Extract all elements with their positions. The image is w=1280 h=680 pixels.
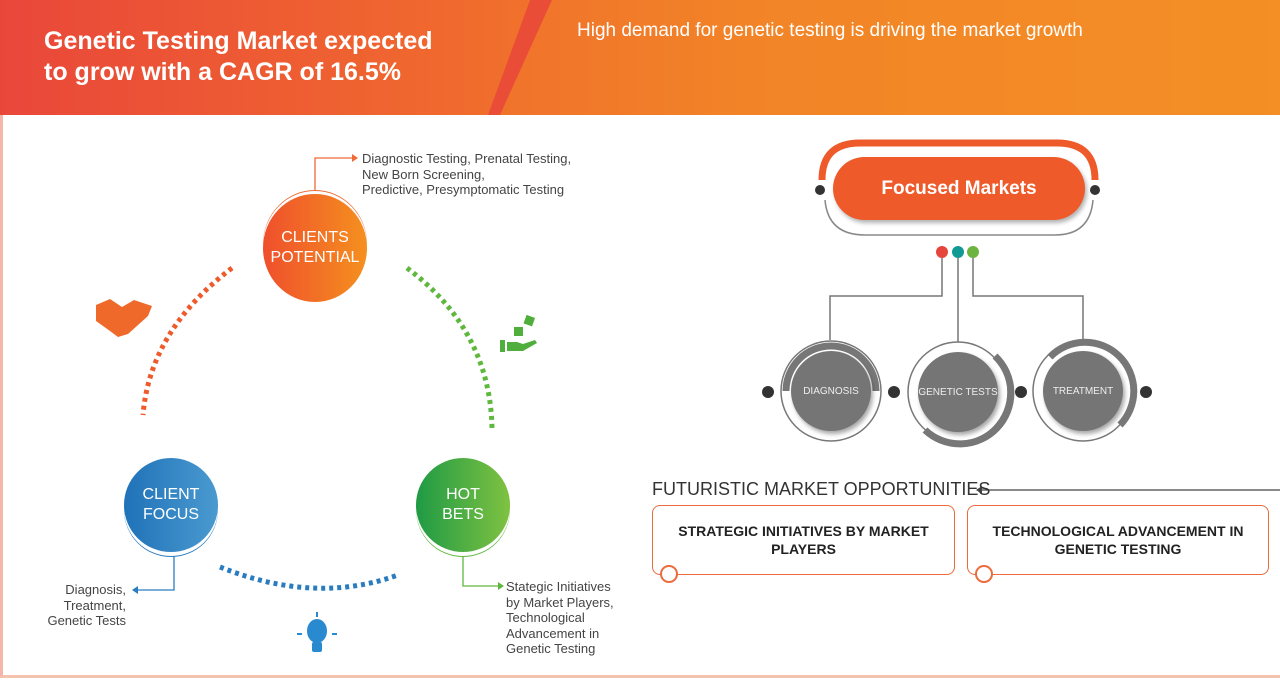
label: POTENTIAL (270, 249, 360, 266)
genetic-tests-circle: GENETIC TESTS (918, 352, 998, 432)
desc-line: Diagnostic Testing, Prenatal Testing, (362, 151, 572, 166)
handshake-icon (96, 299, 152, 337)
focused-markets-title: Focused Markets (881, 177, 1037, 199)
label: PLAYERS (771, 541, 836, 557)
label: GENETIC TESTING (1054, 541, 1182, 557)
label: STRATEGIC INITIATIVES BY MARKET (678, 523, 929, 539)
red-dot (936, 246, 948, 258)
header-banner: Genetic Testing Market expected to grow … (0, 0, 1280, 115)
clients-potential-connector (314, 157, 352, 195)
hot-bets-circle: HOT BETS (416, 458, 510, 552)
label: CLIENT (142, 486, 200, 503)
desc-line: Predictive, Presymptomatic Testing (362, 182, 565, 197)
label: FOCUS (143, 506, 199, 523)
hot-bets-connector (462, 555, 498, 587)
label: CLIENTS (281, 229, 349, 246)
label: DIAGNOSIS (803, 385, 859, 397)
lightbulb-icon (297, 612, 337, 652)
green-dotted-arc (405, 265, 495, 429)
content-frame (0, 115, 1280, 678)
header-diagonal-stripe (488, 0, 1280, 115)
futuristic-title: FUTURISTIC MARKET OPPORTUNITIES (652, 479, 991, 499)
desc-line: Stategic Initiatives (506, 579, 611, 594)
client-focus-description: Diagnosis, Treatment, Genetic Tests (30, 582, 126, 629)
label: GENETIC TESTS (918, 386, 998, 398)
opportunity-box-strategic: STRATEGIC INITIATIVES BY MARKET PLAYERS (652, 505, 955, 575)
ring-icon (975, 565, 993, 583)
treatment-circle: TREATMENT (1043, 351, 1123, 431)
client-focus-circle: CLIENT FOCUS (124, 458, 218, 552)
diagnosis-circle: DIAGNOSIS (791, 351, 871, 431)
orange-dotted-arc (140, 266, 234, 416)
opportunity-box-technological: TECHNOLOGICAL ADVANCEMENT IN GENETIC TEST… (967, 505, 1269, 575)
focused-gray-arc (824, 199, 1094, 236)
title-line-2: to grow with a CAGR of 16.5% (44, 58, 401, 86)
desc-line: Genetic Tests (47, 613, 126, 628)
focused-markets-pill: Focused Markets (833, 157, 1085, 220)
client-focus-connector (138, 555, 175, 591)
page-title: Genetic Testing Market expected to grow … (44, 26, 433, 88)
label: HOT (446, 486, 480, 503)
title-line-1: Genetic Testing Market expected (44, 27, 433, 55)
desc-line: Diagnosis, (65, 582, 126, 597)
blue-dotted-arc (219, 564, 399, 591)
page-subtitle: High demand for genetic testing is drivi… (577, 20, 1083, 41)
label: BETS (442, 506, 484, 523)
focused-orange-arc (818, 139, 1099, 181)
clients-potential-circle: CLIENTS POTENTIAL (263, 194, 367, 302)
green-dot (967, 246, 979, 258)
teal-dot (952, 246, 964, 258)
desc-line: by Market Players, (506, 594, 614, 610)
hot-bets-description: Stategic Initiatives by Market Players, … (506, 579, 614, 657)
label: TREATMENT (1052, 385, 1114, 397)
desc-line: Genetic Testing (506, 641, 596, 656)
dice-hand-icon (500, 314, 537, 352)
desc-line: Treatment, (63, 597, 126, 613)
clients-potential-description: Diagnostic Testing, Prenatal Testing, Ne… (362, 151, 571, 198)
ring-icon (660, 565, 678, 583)
desc-line: New Born Screening, (362, 166, 485, 182)
label: TECHNOLOGICAL ADVANCEMENT IN (992, 523, 1244, 539)
desc-line: Technological (506, 610, 585, 625)
desc-line: Advancement in (506, 625, 600, 641)
